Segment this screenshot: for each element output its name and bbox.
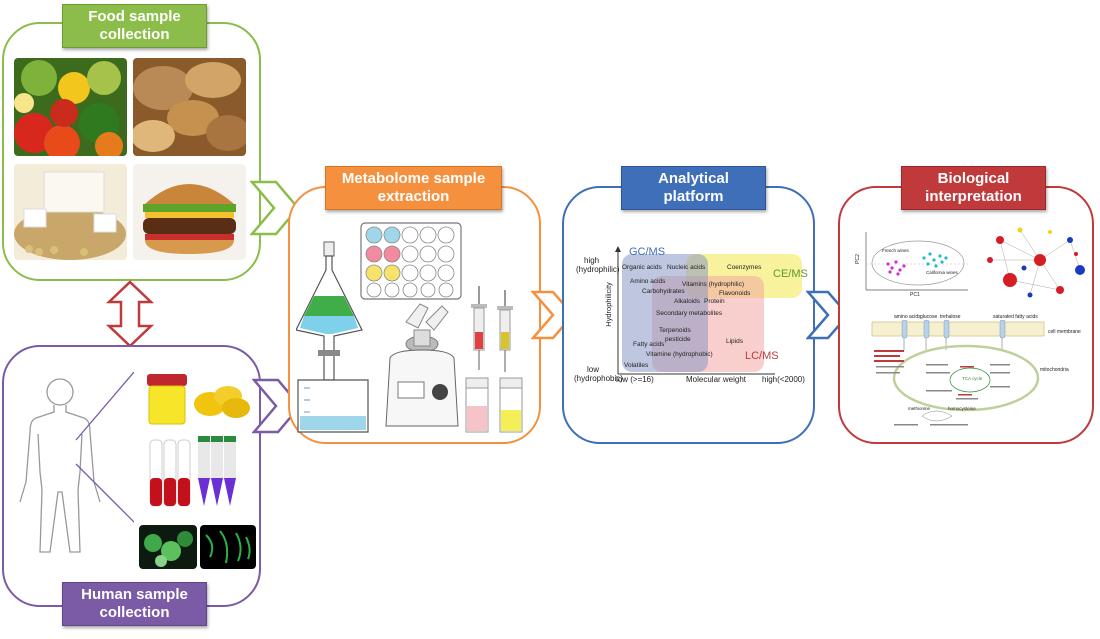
x-high-label: high(<2000) [762, 375, 805, 384]
biological-panel [838, 186, 1094, 444]
cems-label: CE/MS [773, 268, 808, 280]
metabolite-network-icon [987, 227, 1085, 298]
tofu-photo [14, 164, 127, 260]
compound-flavonoids: Flavonoids [719, 290, 751, 297]
food-to-extraction-chevron-icon [250, 180, 300, 236]
compound-pesticide: pesticide [665, 336, 691, 343]
tissue-sample-1-image [139, 525, 197, 569]
compound-organic-acids: Organic acids [622, 264, 662, 271]
bread-photo [133, 58, 246, 156]
plasma-tubes-icon [198, 436, 236, 506]
pathway-glucose-label: glucose [920, 314, 938, 320]
separatory-funnel-icon [296, 241, 369, 433]
compound-vitamine-hydrophobic: Vitamine (hydrophobic) [646, 351, 713, 358]
compound-lipids: Lipids [726, 338, 743, 345]
well-plate-icon [360, 222, 462, 300]
compound-terpenoids: Terpenoids [659, 327, 691, 334]
compound-nucleic-acids: Nucleic acids [667, 264, 706, 271]
pathway-homocysteine-label: homocysteine [948, 406, 976, 411]
lcms-label: LC/MS [745, 350, 779, 362]
vegetables-photo [14, 58, 127, 156]
human-body-outline-icon [19, 372, 134, 553]
pca-plot [865, 232, 968, 291]
compound-alkaloids: Alkaloids [674, 298, 701, 305]
compound-secondary-metabolites: Secondary metabolites [656, 310, 723, 317]
gcms-label: GC/MS [629, 246, 666, 258]
burger-photo [133, 164, 246, 260]
y-low-sub-label: (hydrophobic) [574, 374, 623, 383]
x-low-label: low (>=16) [616, 375, 654, 384]
compound-carbohydrates: Carbohydrates [642, 288, 685, 295]
x-axis-label: Molecular weight [686, 375, 747, 384]
pathway-methionine-label: methionine [908, 406, 931, 411]
bidirectional-arrow-icon [105, 280, 155, 348]
compound-fatty-acids: Fatty acids [633, 341, 665, 348]
compound-amino-acids: Amino acids [630, 278, 666, 285]
pathway-diagram [871, 320, 1045, 426]
pathway-cell-membrane-label: cell membrane [1048, 329, 1081, 335]
y-axis-label: Hydrophilicity [603, 282, 613, 327]
y-low-label: low [587, 365, 600, 374]
pca-pc1-label: PC1 [910, 292, 920, 298]
compound-volatiles: Volatiles [624, 362, 649, 369]
compound-vitamins-hydrophilic: Vitamins (hydrophilic) [682, 281, 745, 288]
pca-group-a-label: French wines [882, 248, 909, 253]
pathway-trehalose-label: trehalose [940, 314, 961, 320]
pathway-saturated-fatty-acids-label: saturated fatty acids [993, 314, 1038, 320]
urine-jar-icon [147, 374, 187, 425]
analytical-platform-chart [615, 246, 802, 375]
tissue-sample-2-image [200, 525, 256, 569]
gcms-region [622, 254, 708, 372]
y-high-sub-label: (hydrophilic) [576, 265, 620, 274]
compound-coenzymes: Coenzymes [727, 264, 762, 271]
syringes-icon [471, 286, 513, 372]
pathway-tca-cycle-label: TCA cycle [962, 376, 983, 381]
pathway-amino-acids-label: amino acids [894, 314, 921, 320]
stool-sample-icon [194, 386, 250, 418]
pca-pc2-label: PC2 [854, 254, 861, 264]
sample-vials-icon [465, 377, 523, 433]
compound-protein: Protein [704, 298, 725, 305]
pca-group-b-label: California wines [926, 270, 958, 275]
pathway-mitochondria-label: mitochondria [1040, 367, 1069, 373]
vortex-mixer-icon [385, 303, 459, 427]
y-high-label: high [584, 256, 600, 265]
blood-tubes-icon [149, 439, 191, 507]
